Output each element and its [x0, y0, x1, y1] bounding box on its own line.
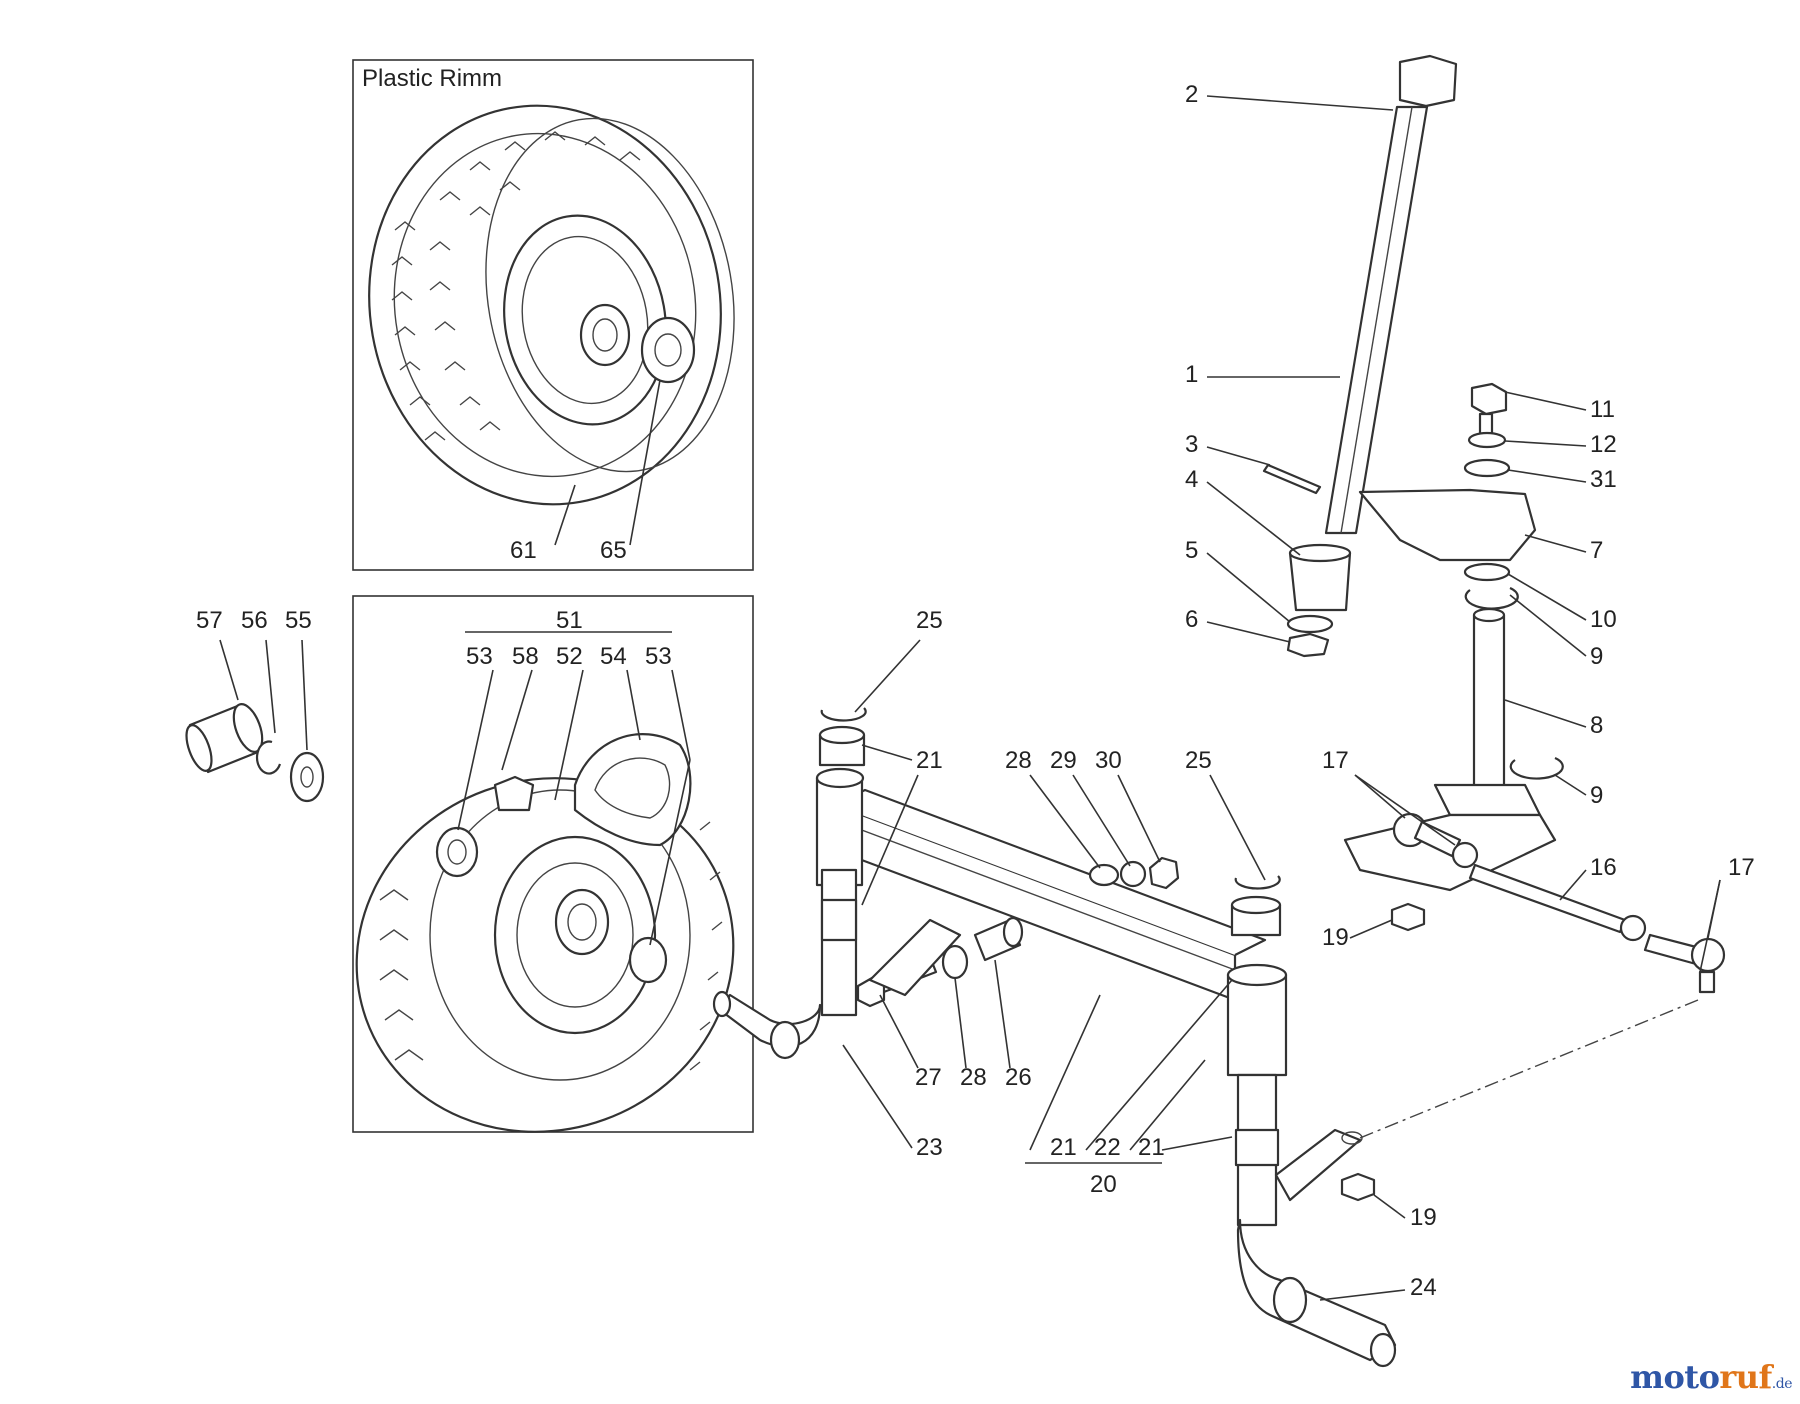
- label-53-right: 53: [645, 643, 672, 670]
- label-3: 3: [1185, 431, 1198, 458]
- clip-9-upper: [1464, 586, 1519, 610]
- washer-28-upper: [1088, 863, 1120, 887]
- label-65: 65: [600, 537, 627, 564]
- label-51: 51: [556, 607, 583, 634]
- nut-19-upper: [1390, 902, 1426, 932]
- washer-29: [1119, 860, 1147, 888]
- nut-6: [1286, 632, 1330, 658]
- spindle-24: [1234, 1073, 1397, 1368]
- label-8: 8: [1590, 712, 1603, 739]
- sector-gear-7: [1358, 488, 1537, 562]
- cap-2: [1398, 54, 1458, 108]
- pin-3: [1262, 463, 1322, 495]
- label-17-left: 17: [1322, 747, 1349, 774]
- label-19-upper: 19: [1322, 924, 1349, 951]
- bracket-axle: [868, 918, 962, 997]
- label-25-left: 25: [916, 607, 943, 634]
- label-24: 24: [1410, 1274, 1437, 1301]
- bushing-21-upper-left: [818, 725, 866, 767]
- label-16: 16: [1590, 854, 1617, 881]
- label-25-right: 25: [1185, 747, 1212, 774]
- washer-12: [1467, 431, 1507, 449]
- label-12: 12: [1590, 431, 1617, 458]
- axle-pivot-tube-right: [1226, 963, 1288, 1077]
- label-4: 4: [1185, 466, 1198, 493]
- plastic-rim-box: [352, 59, 754, 571]
- label-21-lower-left: 21: [1050, 1134, 1077, 1161]
- motoruf-logo: motoruf.de: [1630, 1358, 1792, 1396]
- bushing-21-upper-right: [1230, 895, 1282, 937]
- nut-19-lower: [1340, 1172, 1376, 1202]
- clip-25-left: [820, 707, 867, 722]
- clip-56: [255, 740, 282, 775]
- washer-55: [289, 751, 325, 803]
- label-2: 2: [1185, 81, 1198, 108]
- washer-5: [1286, 614, 1334, 634]
- label-26: 26: [1005, 1064, 1032, 1091]
- nut-30: [1148, 856, 1180, 890]
- bolt-11: [1470, 382, 1508, 438]
- label-21-upper-left: 21: [916, 747, 943, 774]
- label-57: 57: [196, 607, 223, 634]
- label-5: 5: [1185, 537, 1198, 564]
- label-7: 7: [1590, 537, 1603, 564]
- steering-shaft-1: [1324, 105, 1429, 535]
- label-23: 23: [916, 1134, 943, 1161]
- label-31: 31: [1590, 466, 1617, 493]
- label-29: 29: [1050, 747, 1077, 774]
- pinion-4: [1288, 543, 1352, 612]
- clip-25-right: [1234, 875, 1281, 890]
- label-28-upper: 28: [1005, 747, 1032, 774]
- label-1: 1: [1185, 361, 1198, 388]
- assembly-line: [1354, 999, 1699, 1141]
- label-21-lower-right: 21: [1138, 1134, 1165, 1161]
- bushing-57: [185, 703, 264, 774]
- label-55: 55: [285, 607, 312, 634]
- label-52: 52: [556, 643, 583, 670]
- ball-joint-17-left: [1392, 812, 1479, 869]
- label-61: 61: [510, 537, 537, 564]
- label-9-lower: 9: [1590, 782, 1603, 809]
- label-54: 54: [600, 643, 627, 670]
- label-22: 22: [1094, 1134, 1121, 1161]
- label-11: 11: [1590, 396, 1615, 423]
- label-9-upper: 9: [1590, 643, 1603, 670]
- label-10: 10: [1590, 606, 1617, 633]
- label-53-left: 53: [466, 643, 493, 670]
- washer-31: [1463, 458, 1511, 478]
- label-56: 56: [241, 607, 268, 634]
- wheel-assembly: [355, 733, 735, 1133]
- clip-9-lower: [1509, 756, 1564, 780]
- spindle-23: [712, 868, 858, 1060]
- label-28-lower: 28: [960, 1064, 987, 1091]
- label-19-lower: 19: [1410, 1204, 1437, 1231]
- washer-10: [1463, 562, 1511, 582]
- plastic-rim-title: Plastic Rimm: [362, 65, 502, 92]
- label-20: 20: [1090, 1171, 1117, 1198]
- label-27: 27: [915, 1064, 942, 1091]
- label-58: 58: [512, 643, 539, 670]
- label-30: 30: [1095, 747, 1122, 774]
- wheel-plastic-rim: [368, 104, 735, 506]
- axle-pivot-tube-left: [815, 767, 865, 887]
- tie-rod-16: [1468, 863, 1647, 942]
- label-6: 6: [1185, 606, 1198, 633]
- ball-joint-17-right: [1643, 933, 1726, 994]
- spacer-26: [973, 916, 1024, 962]
- label-17-right: 17: [1728, 854, 1755, 881]
